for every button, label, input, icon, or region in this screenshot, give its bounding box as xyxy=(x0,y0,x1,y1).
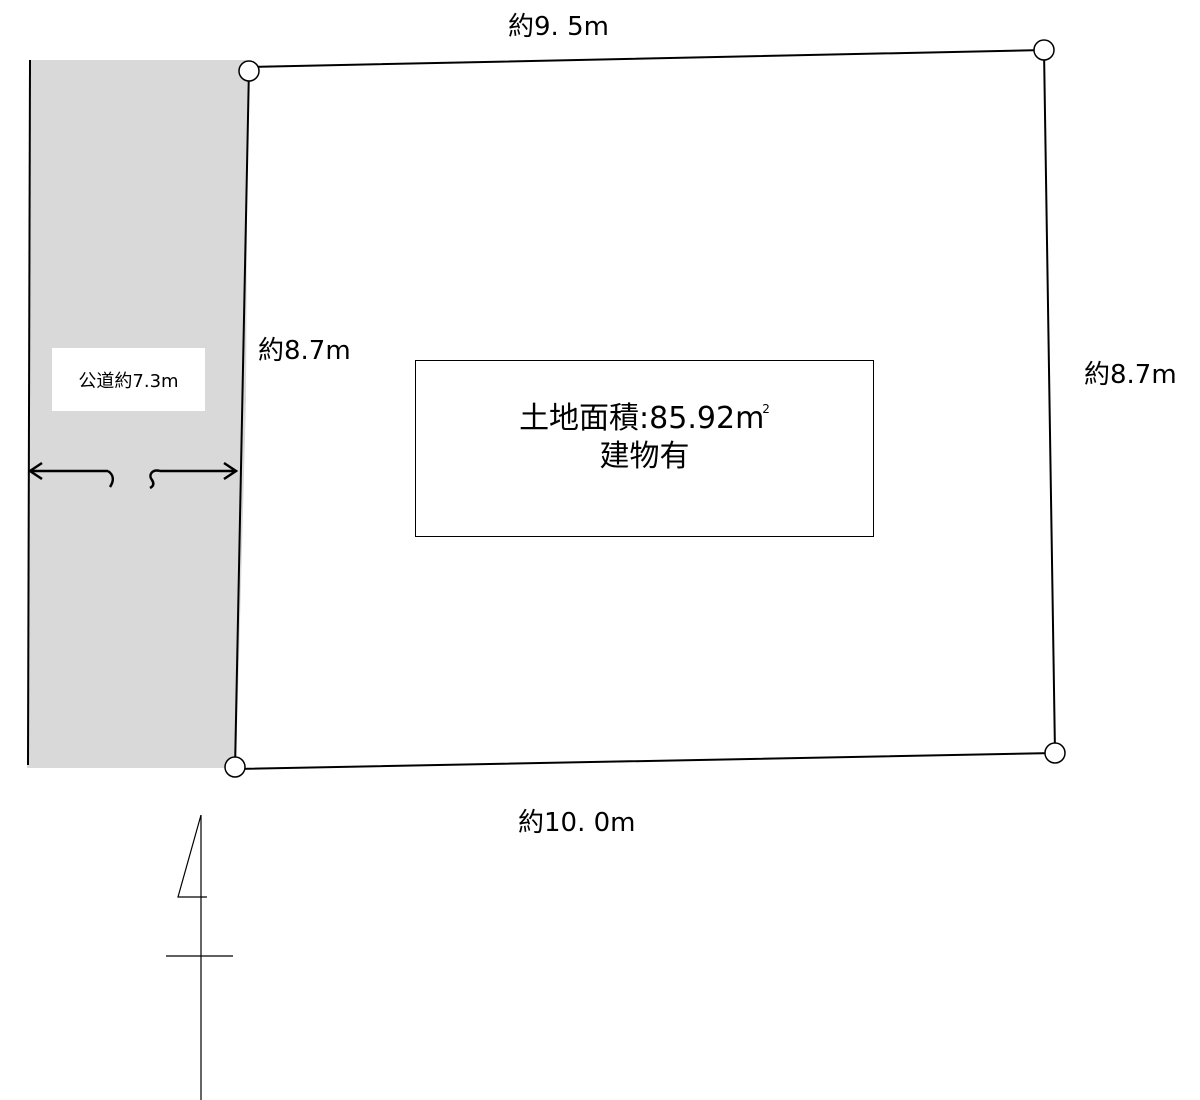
boundary-marker-icon xyxy=(238,60,260,82)
land-area-value: 85.92 xyxy=(649,401,736,436)
dimension-right: 約8.7m xyxy=(1084,360,1177,390)
road-width-arrow xyxy=(27,461,239,490)
road-label-text: 公道約7.3m xyxy=(78,370,179,392)
road-area xyxy=(27,60,248,768)
building-status: 建物有 xyxy=(599,439,690,474)
north-arrow-icon xyxy=(166,814,233,1100)
dimension-left: 約8.7m xyxy=(258,336,351,366)
land-area-label: 土地面積: xyxy=(519,401,650,436)
road-label: 公道約7.3m xyxy=(52,348,205,411)
dimension-bottom: 約10. 0m xyxy=(518,808,636,838)
land-area-unit-base: m xyxy=(735,401,765,436)
road-edge-line xyxy=(27,59,31,766)
boundary-marker-icon xyxy=(1044,742,1066,764)
land-area-unit: m2 xyxy=(735,401,770,436)
land-area-unit-sup: 2 xyxy=(762,402,770,416)
land-info-box: 土地面積:85.92m2 建物有 xyxy=(415,360,874,537)
boundary-marker-icon xyxy=(224,756,246,778)
boundary-marker-icon xyxy=(1033,39,1055,61)
land-area-line: 土地面積:85.92m2 xyxy=(416,394,873,438)
dimension-top: 約9. 5m xyxy=(508,12,609,42)
